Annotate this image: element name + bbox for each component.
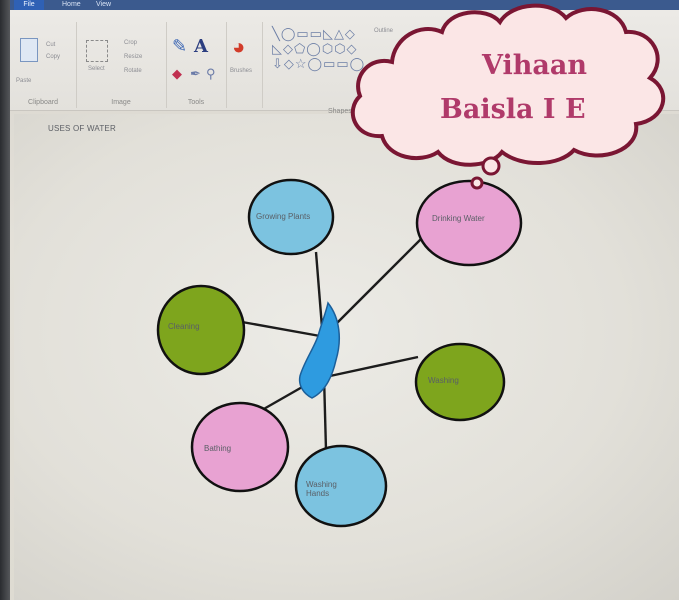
paste-icon[interactable]: [20, 38, 38, 62]
water-drop-icon[interactable]: [298, 301, 341, 399]
tools-group: ✎ A ◆ ✒ ⚲ Tools: [166, 22, 227, 108]
node-cleaning[interactable]: [156, 284, 246, 376]
node-bathing[interactable]: [190, 401, 290, 493]
magnifier-icon[interactable]: ⚲: [206, 66, 216, 81]
eraser-icon[interactable]: ◆: [172, 66, 182, 81]
shapes-group: ╲◯▭▭◺△◇◺◇⬠◯⬡⬡◇⇩◇☆◯▭▭◯ Outline Shapes: [262, 22, 462, 115]
thought-bubble: [350, 3, 666, 190]
monitor-bezel: [0, 0, 10, 600]
rotate-button[interactable]: Rotate: [124, 68, 142, 74]
tab-view[interactable]: View: [96, 1, 112, 8]
tools-label: Tools: [187, 99, 205, 106]
label-bathing: Bathing: [204, 444, 232, 453]
outline-button[interactable]: Outline: [374, 28, 394, 34]
image-group: Select Crop Resize Rotate Image: [76, 22, 167, 108]
canvas-title: USES OF WATER: [48, 124, 116, 133]
copy-button[interactable]: Copy: [46, 54, 61, 60]
node-growing-plants[interactable]: [247, 178, 335, 256]
node-washing[interactable]: [414, 342, 506, 422]
node-drinking-water[interactable]: [415, 179, 523, 267]
tab-home[interactable]: Home: [62, 1, 81, 8]
resize-button[interactable]: Resize: [124, 54, 143, 60]
bubble-name-line1: Vihaan: [482, 50, 587, 81]
label-growing-plants: Growing Plants: [256, 212, 311, 221]
line-cleaning: [241, 320, 321, 338]
label-cleaning: Cleaning: [168, 322, 200, 331]
cut-button[interactable]: Cut: [46, 42, 56, 48]
bubble-dot-large: [481, 156, 501, 176]
brushes-group: ◕ Brushes: [226, 22, 263, 108]
paste-button[interactable]: Paste: [16, 78, 32, 84]
bubble-name-line2: Baisla I E: [440, 94, 586, 125]
line-washing: [329, 355, 419, 378]
crop-button[interactable]: Crop: [124, 40, 138, 46]
select-button[interactable]: Select: [88, 66, 105, 72]
clipboard-label: Clipboard: [28, 99, 58, 106]
label-washing-hands: Washing Hands: [306, 480, 337, 498]
bubble-dot-small: [470, 176, 484, 190]
image-label: Image: [111, 99, 131, 106]
select-icon[interactable]: [86, 40, 108, 62]
shapes-gallery[interactable]: ╲◯▭▭◺△◇◺◇⬠◯⬡⬡◇⇩◇☆◯▭▭◯: [272, 26, 366, 71]
node-washing-hands[interactable]: [294, 444, 388, 528]
label-washing: Washing: [428, 376, 459, 385]
shapes-label: Shapes: [328, 108, 352, 115]
picker-icon[interactable]: ✒: [190, 66, 201, 81]
text-icon[interactable]: A: [194, 36, 208, 57]
pencil-icon[interactable]: ✎: [172, 36, 188, 56]
line-bathing: [261, 384, 305, 412]
line-drinking-water: [334, 227, 433, 326]
clipboard-group: Paste Cut Copy Clipboard: [10, 22, 77, 108]
tab-file[interactable]: File: [14, 0, 44, 10]
label-drinking-water: Drinking Water: [432, 214, 485, 223]
title-bar: [10, 0, 679, 10]
bubble-cloud: [350, 3, 666, 167]
brushes-button[interactable]: Brushes: [230, 68, 253, 74]
brush-icon[interactable]: ◕: [232, 34, 246, 59]
